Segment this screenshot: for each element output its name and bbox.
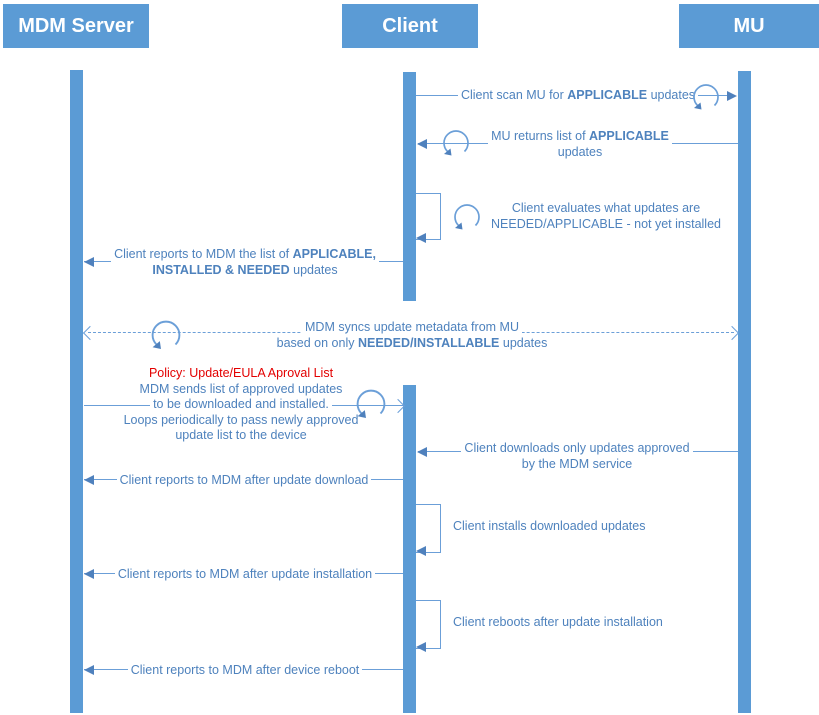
message-label-installs: Client installs downloaded updates [450, 519, 649, 535]
lifeline-client-lower [403, 385, 416, 713]
loop-icon [356, 389, 386, 418]
arrowhead-left-icon [84, 665, 94, 675]
arrowhead-open-left-icon [82, 325, 98, 341]
actor-label: MU [733, 14, 765, 37]
arrowhead-left-icon [416, 233, 426, 243]
arrowhead-left-icon [416, 642, 426, 652]
lifeline-mdm-server [70, 70, 83, 713]
message-label-downloads: Client downloads only updates approved b… [427, 441, 727, 472]
arrowhead-left-icon [417, 139, 427, 149]
loop-icon [151, 320, 181, 349]
actor-label: MDM Server [18, 14, 134, 37]
actor-box-mu: MU [679, 4, 819, 48]
arrowhead-left-icon [84, 569, 94, 579]
arrowhead-left-icon [84, 475, 94, 485]
arrowhead-left-icon [417, 447, 427, 457]
message-label-returns: MU returns list of APPLICABLE updates [430, 129, 730, 160]
message-label-report-reboot: Client reports to MDM after device reboo… [95, 663, 395, 679]
message-label-policy: Policy: Update/EULA Aproval List MDM sen… [111, 366, 371, 444]
loop-icon [443, 130, 469, 156]
self-message-bracket-installs [416, 504, 441, 553]
arrowhead-left-icon [416, 546, 426, 556]
message-label-evaluates: Client evaluates what updates are NEEDED… [446, 201, 766, 232]
message-label-report-install: Client reports to MDM after update insta… [85, 567, 405, 583]
lifeline-mu [738, 71, 751, 713]
actor-box-client: Client [342, 4, 478, 48]
message-label-syncs: MDM syncs update metadata from MU based … [242, 320, 582, 351]
lifeline-client-upper [403, 72, 416, 301]
arrowhead-left-icon [84, 257, 94, 267]
self-message-bracket-reboots [416, 600, 441, 649]
actor-box-mdm-server: MDM Server [3, 4, 149, 48]
loop-icon [693, 84, 719, 110]
self-message-bracket-evaluates [416, 193, 441, 240]
arrowhead-right-icon [727, 91, 737, 101]
loop-icon [454, 204, 480, 230]
actor-label: Client [382, 14, 438, 37]
policy-title: Policy: Update/EULA Aproval List [145, 366, 337, 382]
message-label-scan: Client scan MU for APPLICABLE updates [428, 88, 728, 104]
message-label-report-download: Client reports to MDM after update downl… [94, 473, 394, 489]
message-label-reports-list: Client reports to MDM the list of APPLIC… [85, 247, 405, 278]
arrowhead-open-right-icon [724, 325, 740, 341]
message-label-reboots: Client reboots after update installation [450, 615, 666, 631]
